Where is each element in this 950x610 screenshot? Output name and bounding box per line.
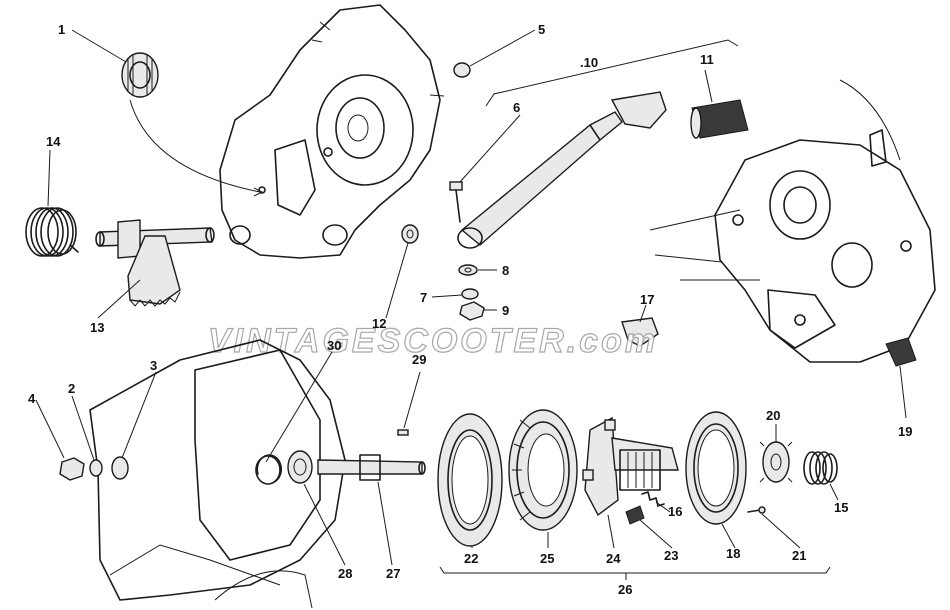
part-30-circlip	[256, 454, 283, 483]
callout-1: 1	[58, 22, 65, 37]
callout-20: 20	[766, 408, 780, 423]
part-5-plug	[453, 62, 471, 78]
callout-18: 18	[726, 546, 740, 561]
part-22-plate	[437, 413, 503, 547]
part-13-kickstart-shaft	[95, 219, 215, 307]
part-14-spring	[25, 207, 79, 257]
part-18-plate	[685, 411, 747, 525]
callout-14: 14	[46, 134, 61, 149]
callout-26: 26	[618, 582, 632, 597]
part-7-washer	[461, 288, 479, 300]
part-19-pad	[885, 337, 917, 367]
callout-3: 3	[150, 358, 157, 373]
callout-10: .10	[580, 55, 598, 70]
callout-7: 7	[420, 290, 427, 305]
callout-22: 22	[464, 551, 478, 566]
leader-bearing-to-housing	[129, 99, 261, 193]
part-9-nut	[459, 301, 485, 321]
callout-24: 24	[606, 551, 621, 566]
callout-23: 23	[664, 548, 678, 563]
engine-cover-housing	[219, 4, 445, 259]
part-17-bracket	[621, 317, 659, 347]
callout-numbers: 1 5 .10 11 6 14 8 7 9 12 13 17 30 29 3 2…	[28, 22, 912, 597]
part-15-spring	[803, 451, 838, 485]
part-29-pin	[397, 429, 409, 436]
callout-28: 28	[338, 566, 352, 581]
part-28-bearing	[287, 450, 313, 484]
part-4-nut	[59, 457, 85, 481]
part-11-rubber	[690, 99, 749, 139]
callout-27: 27	[386, 566, 400, 581]
callout-13: 13	[90, 320, 104, 335]
callout-9: 9	[502, 303, 509, 318]
part-8-washer	[458, 264, 478, 276]
crankcase-left-half	[89, 339, 346, 609]
callout-15: 15	[834, 500, 848, 515]
part-24-hub	[582, 416, 679, 517]
part-21-pin	[747, 506, 766, 514]
part-6-bolt	[449, 181, 463, 223]
crankcase-right-half	[649, 79, 936, 363]
callout-29: 29	[412, 352, 426, 367]
callout-8: 8	[502, 263, 509, 278]
watermark-text: VINTAGESCOOTER.com	[208, 322, 658, 360]
part-25-gear-ring	[508, 409, 578, 531]
callout-12: 12	[372, 316, 386, 331]
part-3-gear	[111, 456, 129, 480]
part-10-kick-lever	[457, 91, 667, 249]
part-23-spring	[625, 505, 645, 525]
part-16-spring	[641, 491, 665, 507]
callout-21: 21	[792, 548, 806, 563]
part-1-bearing	[121, 52, 159, 98]
part-2-washer	[89, 459, 103, 477]
callout-11: 11	[700, 52, 714, 67]
callout-16: 16	[668, 504, 682, 519]
callout-25: 25	[540, 551, 554, 566]
part-27-shaft	[317, 454, 426, 481]
callout-6: 6	[513, 100, 520, 115]
callout-5: 5	[538, 22, 545, 37]
callout-2: 2	[68, 381, 75, 396]
callout-4: 4	[28, 391, 36, 406]
callout-17: 17	[640, 292, 654, 307]
part-12-seal	[401, 224, 419, 244]
part-20-gear	[759, 441, 793, 483]
leader-lines	[35, 29, 907, 580]
callout-30: 30	[327, 338, 341, 353]
callout-19: 19	[898, 424, 912, 439]
